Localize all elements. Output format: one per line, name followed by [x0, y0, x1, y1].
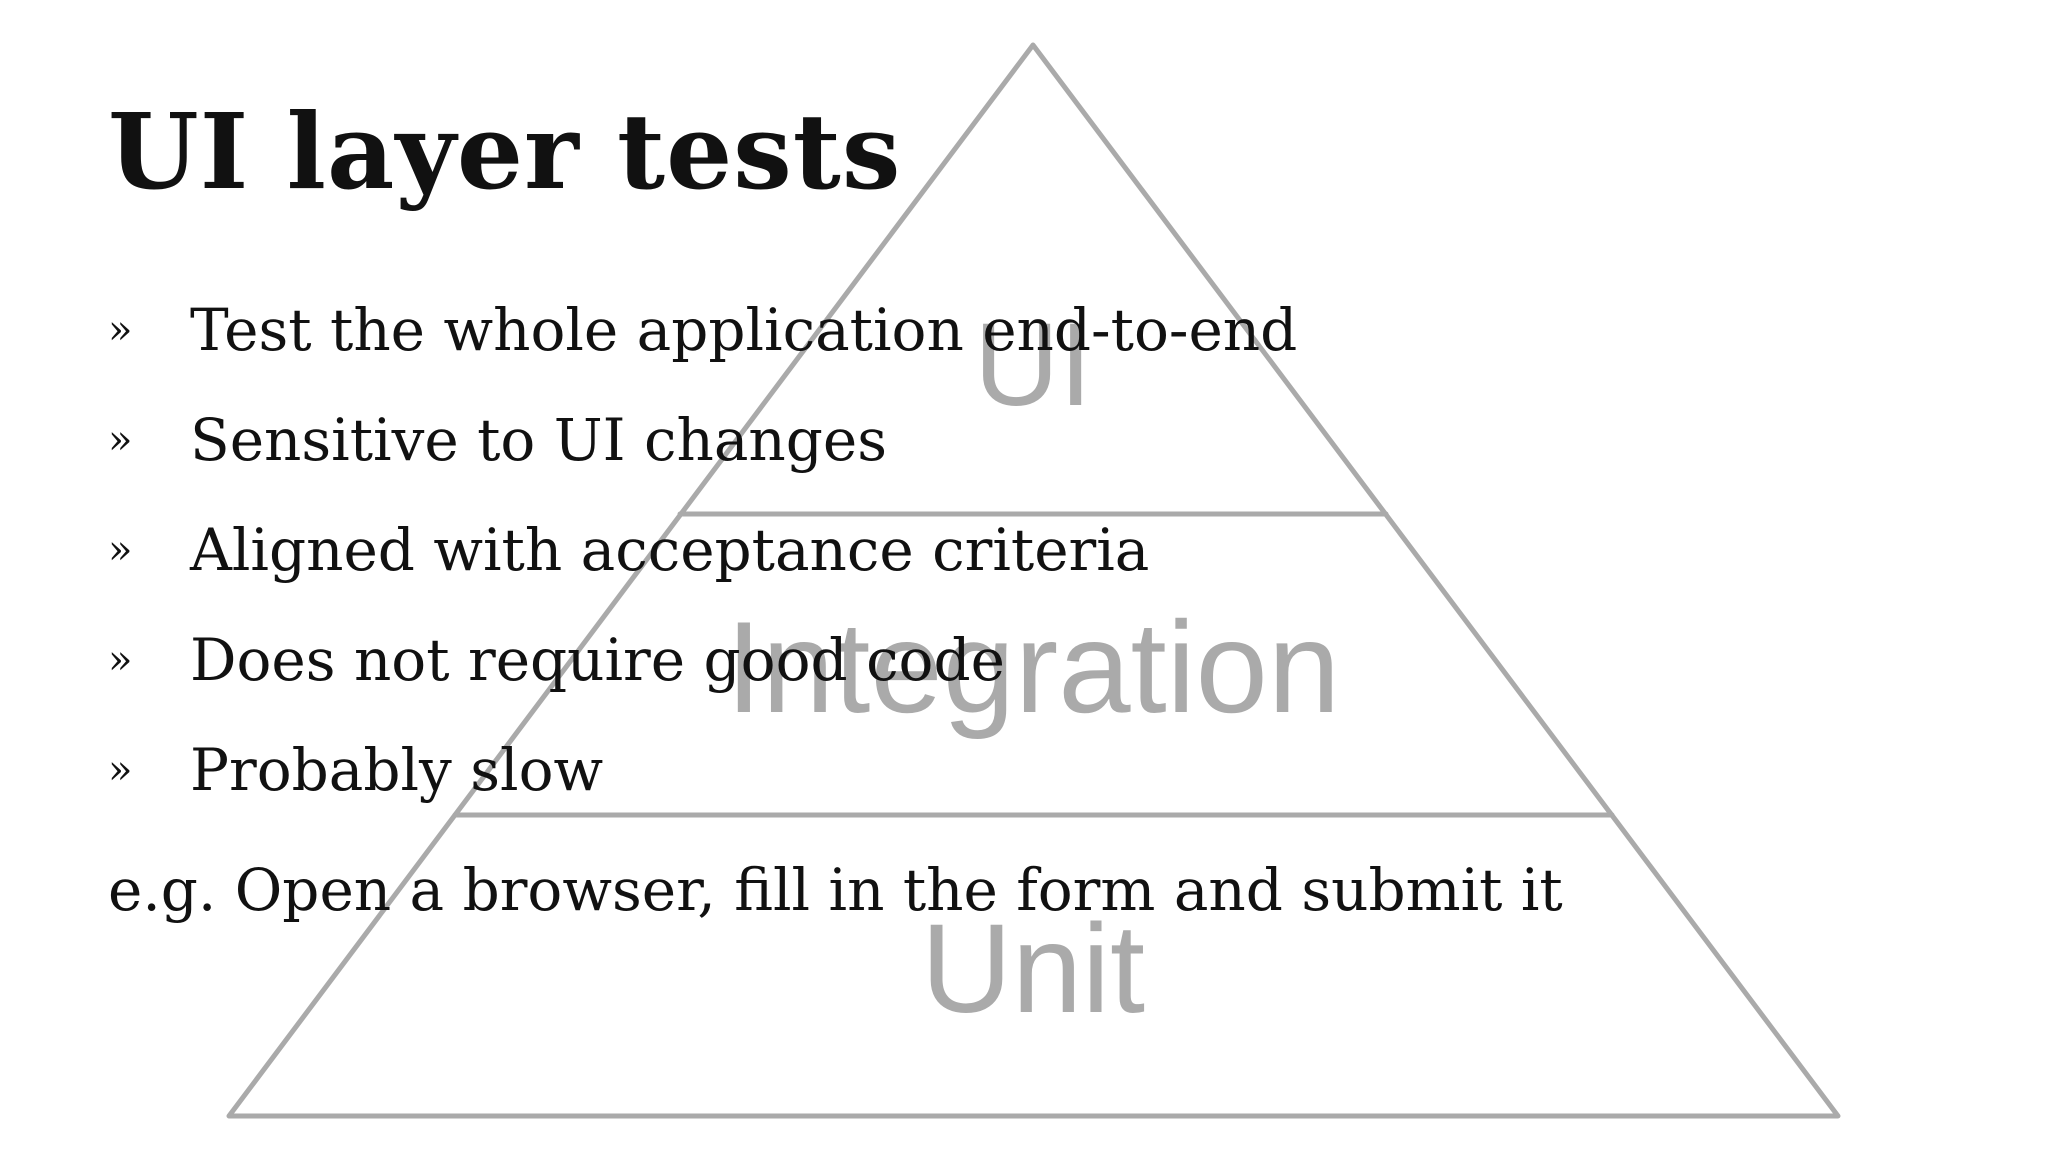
bullet-text: Does not require good code — [190, 626, 1005, 694]
bullet-item: » Aligned with acceptance criteria — [108, 510, 1149, 590]
pyramid-layer-integration: Integration — [726, 594, 1340, 740]
bullet-marker-icon: » — [108, 637, 133, 683]
bullet-text: Test the whole application end-to-end — [190, 296, 1298, 364]
slide-title: UI layer tests — [108, 90, 902, 213]
pyramid-layer-unit: Unit — [921, 898, 1145, 1039]
bullet-marker-icon: » — [108, 747, 133, 793]
example-text: e.g. Open a browser, fill in the form an… — [108, 856, 1563, 924]
bullet-item: » Probably slow — [108, 730, 603, 810]
bullet-text: Aligned with acceptance criteria — [190, 516, 1150, 584]
bullet-marker-icon: » — [108, 417, 133, 463]
bullet-text: Probably slow — [190, 736, 604, 804]
pyramid-layer-ui: UI — [974, 299, 1092, 431]
bullet-item: » Does not require good code — [108, 620, 1005, 700]
bullet-text: Sensitive to UI changes — [190, 406, 887, 474]
pyramid-outline — [226, 42, 1841, 1119]
bullet-marker-icon: » — [108, 307, 133, 353]
bullet-marker-icon: » — [108, 527, 133, 573]
bullet-item: » Test the whole application end-to-end — [108, 290, 1297, 370]
bullet-item: » Sensitive to UI changes — [108, 400, 887, 480]
